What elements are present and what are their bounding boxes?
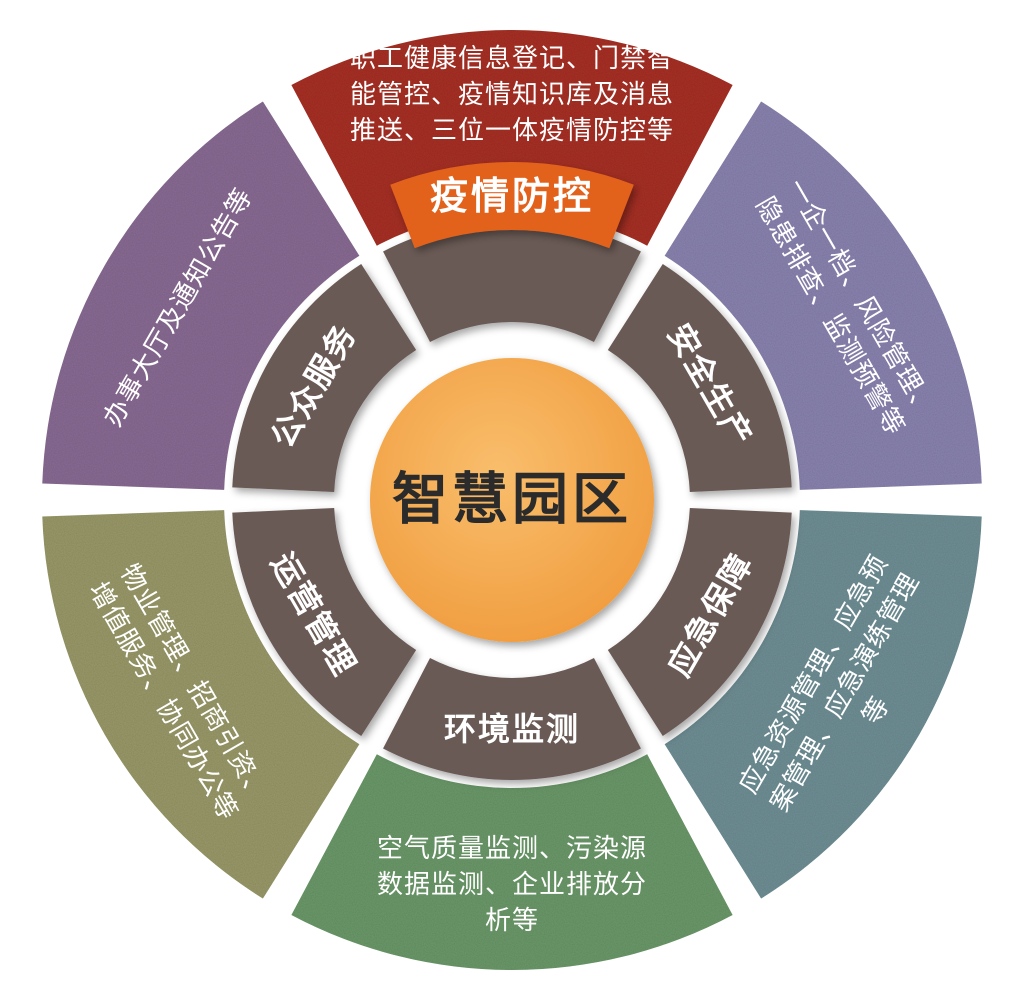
sector-desc-epidemic-line-0: 职工健康信息登记、门禁智 xyxy=(350,44,674,74)
sector-operation-outer xyxy=(42,510,360,899)
sector-epidemic-inner xyxy=(383,220,641,342)
sector-public-outer xyxy=(42,101,360,490)
sector-operation-inner xyxy=(232,508,417,736)
sector-label-epidemic: 疫情防控 xyxy=(430,174,594,218)
top-label-highlight xyxy=(390,162,634,249)
inner-ring xyxy=(232,220,792,780)
sector-safety-inner xyxy=(607,264,792,492)
sector-environment-outer xyxy=(291,754,733,970)
sector-desc-epidemic-line-1: 能管控、疫情知识库及消息 xyxy=(350,80,674,110)
sector-desc-environment-line-0: 空气质量监测、污染源 xyxy=(377,834,647,864)
center-title: 智慧园区 xyxy=(392,468,632,533)
sector-emergency-inner xyxy=(607,508,792,736)
center-disc xyxy=(370,358,654,642)
sector-emergency-outer xyxy=(664,510,982,899)
sector-label-environment: 环境监测 xyxy=(444,710,580,748)
sector-environment-inner xyxy=(383,658,641,780)
sector-desc-environment-line-2: 析等 xyxy=(485,906,539,936)
sector-desc-environment-line-1: 数据监测、企业排放分 xyxy=(377,870,647,900)
sector-desc-epidemic-line-2: 推送、三位一体疫情防控等 xyxy=(350,116,674,146)
sector-safety-outer xyxy=(664,101,982,490)
sector-public-inner xyxy=(232,264,417,492)
